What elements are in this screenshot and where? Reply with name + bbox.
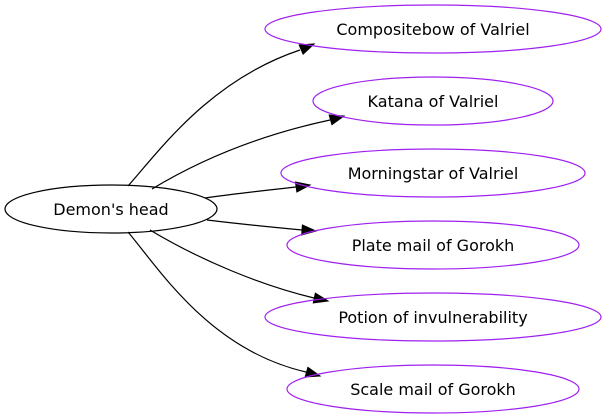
target-node-scale-mail: Scale mail of Gorokh <box>286 364 580 414</box>
arrowhead-icon <box>312 292 330 304</box>
node-label: Katana of Valriel <box>368 92 499 111</box>
edge-demons-head-to-plate-mail <box>206 219 318 236</box>
edge-line <box>206 219 303 231</box>
target-node-katana: Katana of Valriel <box>312 76 554 126</box>
node-ellipse <box>280 148 586 198</box>
node-label: Scale mail of Gorokh <box>350 380 516 399</box>
node-ellipse <box>4 184 218 234</box>
source-node-demons-head: Demon's head <box>4 184 218 234</box>
target-node-plate-mail: Plate mail of Gorokh <box>286 220 580 270</box>
node-label: Demon's head <box>53 200 168 219</box>
edge-line <box>204 186 297 199</box>
node-label: Compositebow of Valriel <box>336 20 529 39</box>
node-ellipse <box>312 76 554 126</box>
node-ellipse <box>264 4 602 54</box>
node-label: Plate mail of Gorokh <box>352 236 515 255</box>
edge-demons-head-to-potion <box>149 229 330 304</box>
node-label: Morningstar of Valriel <box>348 164 519 183</box>
target-node-potion: Potion of invulnerability <box>264 292 602 342</box>
nodes-layer: Demon's head Compositebow of ValrielKatan… <box>4 4 602 414</box>
node-label: Potion of invulnerability <box>338 308 527 327</box>
target-node-morningstar: Morningstar of Valriel <box>280 148 586 198</box>
node-ellipse <box>286 364 580 414</box>
edge-line <box>127 231 307 373</box>
edge-line <box>149 229 315 299</box>
edges-layer <box>127 43 346 378</box>
node-ellipse <box>264 292 602 342</box>
edge-demons-head-to-morningstar <box>204 181 312 199</box>
node-ellipse <box>286 220 580 270</box>
edge-demons-head-to-compositebow <box>127 43 316 187</box>
edge-line <box>151 119 331 190</box>
edge-line <box>127 49 301 187</box>
target-node-compositebow: Compositebow of Valriel <box>264 4 602 54</box>
arrowhead-icon <box>301 224 318 236</box>
